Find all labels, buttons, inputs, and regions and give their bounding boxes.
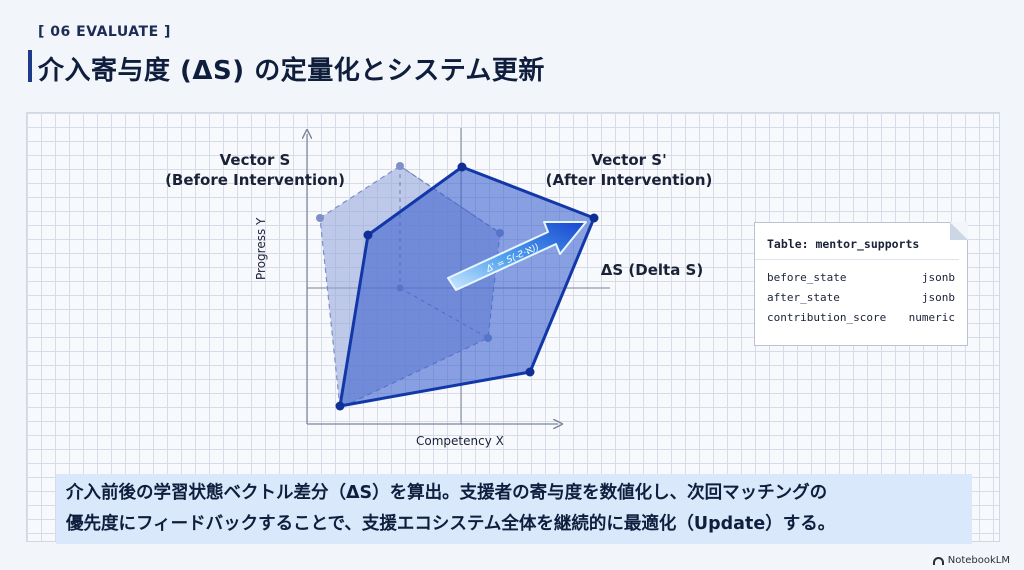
vector-s-after-label: Vector S' (After Intervention)	[536, 150, 722, 190]
notebooklm-logo-icon	[932, 556, 944, 565]
vector-s-prime-title: Vector S'	[591, 151, 667, 169]
caption-box: 介入前後の学習状態ベクトル差分（ΔS）を算出。支援者の寄与度を数値化し、次回マッ…	[56, 474, 972, 544]
vector-s-subtitle: (Before Intervention)	[165, 171, 345, 189]
column-type: numeric	[908, 311, 955, 324]
after-vertex	[525, 367, 535, 377]
table-row: after_state jsonb	[767, 288, 955, 308]
vector-s-title: Vector S	[219, 151, 291, 169]
watermark-text: NotebookLM	[947, 555, 1010, 566]
caption-line-2: 優先度にフィードバックすることで、支援エコシステム全体を継続的に最適化（Upda…	[66, 514, 836, 534]
table-row: contribution_score numeric	[767, 308, 955, 328]
y-axis-label: Progress Y	[254, 217, 268, 280]
before-vertex	[396, 162, 404, 170]
vector-s-before-label: Vector S (Before Intervention)	[160, 150, 350, 190]
vector-s-prime-subtitle: (After Intervention)	[545, 171, 713, 189]
table-card: Table: mentor_supports before_state json…	[754, 222, 968, 346]
caption-line-1: 介入前後の学習状態ベクトル差分（ΔS）を算出。支援者の寄与度を数値化し、次回マッ…	[66, 483, 828, 503]
header: [ 06 EVALUATE ] 介入寄与度 (ΔS) の定量化とシステム更新	[38, 24, 545, 87]
table-title: Table: mentor_supports	[755, 223, 959, 260]
page-fold-icon	[950, 222, 968, 240]
after-vertex	[457, 162, 467, 172]
before-vertex	[316, 214, 324, 222]
vector-s-after-polygon	[338, 165, 596, 408]
x-axis-label: Competency X	[416, 434, 504, 448]
watermark: NotebookLM	[932, 555, 1010, 566]
title-accent-bar	[28, 50, 32, 82]
table-rows: before_state jsonb after_state jsonb con…	[755, 260, 967, 328]
column-type: jsonb	[921, 271, 955, 284]
column-type: jsonb	[921, 291, 955, 304]
after-vertex	[335, 401, 345, 411]
column-name: contribution_score	[767, 311, 887, 324]
after-vertex	[363, 230, 373, 240]
delta-s-label: ΔS (Delta S)	[600, 261, 704, 279]
page-title: 介入寄与度 (ΔS) の定量化とシステム更新	[38, 56, 545, 86]
table-row: before_state jsonb	[767, 268, 955, 288]
after-vertex	[589, 213, 599, 223]
column-name: before_state	[767, 271, 847, 284]
section-tag: [ 06 EVALUATE ]	[38, 24, 171, 40]
column-name: after_state	[767, 291, 840, 304]
